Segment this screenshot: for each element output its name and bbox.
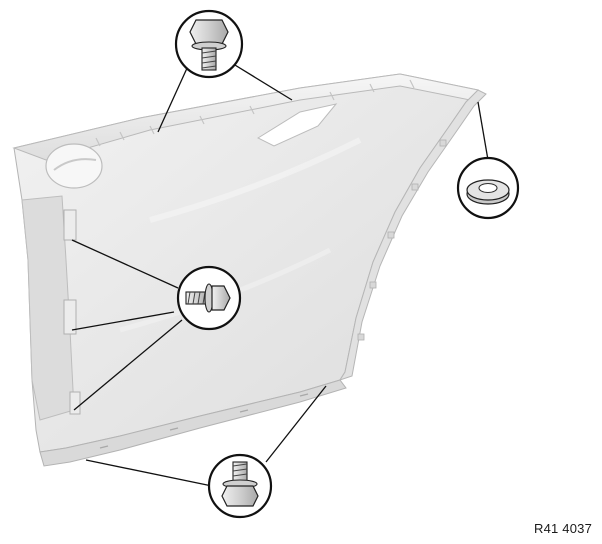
leader-top-1 [157,65,189,133]
leader-lines [71,61,489,487]
hex-flange-bolt-icon [189,19,229,71]
bottom-flange [39,379,347,467]
fender-panel [12,73,487,467]
leader-bottom-2 [265,385,327,463]
clip-nut-icon [466,179,510,205]
arch-tabs [357,139,447,341]
callout-clip-nut [456,156,520,220]
round-cutout [45,143,103,189]
leader-mid-1 [71,239,179,289]
bottom-flange-slots [99,393,309,449]
hex-flange-bolt-icon [221,461,259,507]
leader-top-2 [229,61,293,101]
panel-body [13,73,480,453]
callout-top-bolt [174,9,244,79]
callout-middle-bolt [176,265,242,331]
leader-bottom-1 [85,459,213,487]
callout-bottom-bolt [207,453,273,519]
wheel-arch-flange [338,89,487,381]
leader-mid-2 [71,311,175,331]
figure-reference-code: R41 4037 [534,521,592,536]
mount-tab-lower [63,299,77,335]
mount-tab-bottom [69,391,81,415]
leader-mid-3 [73,319,183,411]
top-flange-ribs [95,79,415,147]
hex-flange-bolt-icon [185,283,231,313]
mount-tab-upper [63,209,77,241]
top-slot [256,103,338,147]
leader-right [477,101,489,161]
